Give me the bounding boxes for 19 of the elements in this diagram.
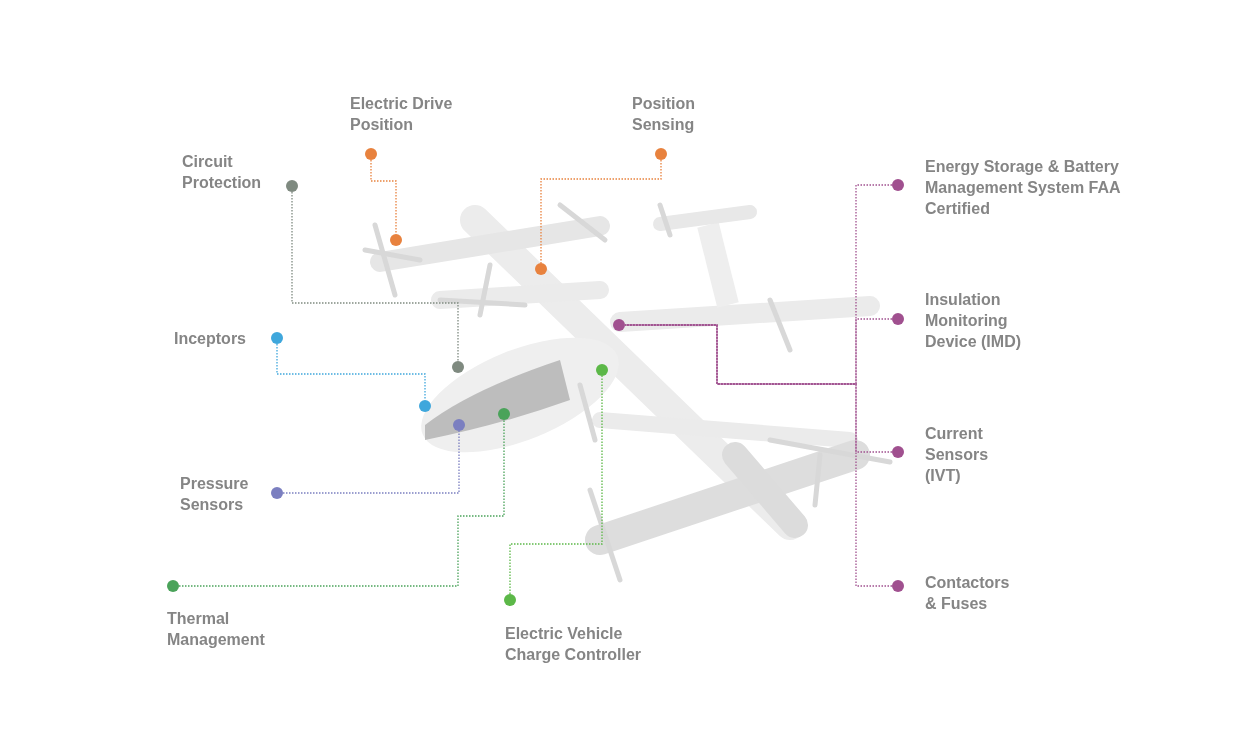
callout-label: Insulation Monitoring Device (IMD): [925, 290, 1023, 352]
callout-label: Electric Vehicle Charge Controller: [505, 624, 642, 665]
callout-label: Contactors & Fuses: [925, 573, 1011, 614]
leader-line: [624, 324, 893, 453]
leader-line: [276, 343, 426, 401]
leader-line: [540, 159, 662, 264]
callout-label: Pressure Sensors: [180, 474, 250, 515]
callout-label: Position Sensing: [632, 94, 697, 135]
callout-label: Electric Drive Position: [350, 94, 454, 135]
callout-label: Energy Storage & Battery Management System FAA Certified: [925, 157, 1121, 219]
callout-label: Circuit Protection: [182, 152, 263, 193]
leader-line: [178, 419, 505, 587]
leader-line: [509, 375, 603, 595]
callout-label: Current Sensors (IVT): [925, 424, 990, 486]
callout-label: Inceptors: [174, 329, 247, 349]
leader-line: [370, 159, 397, 235]
leader-line: [291, 191, 459, 362]
callout-label: Thermal Management: [167, 609, 266, 650]
leader-line: [624, 324, 893, 587]
